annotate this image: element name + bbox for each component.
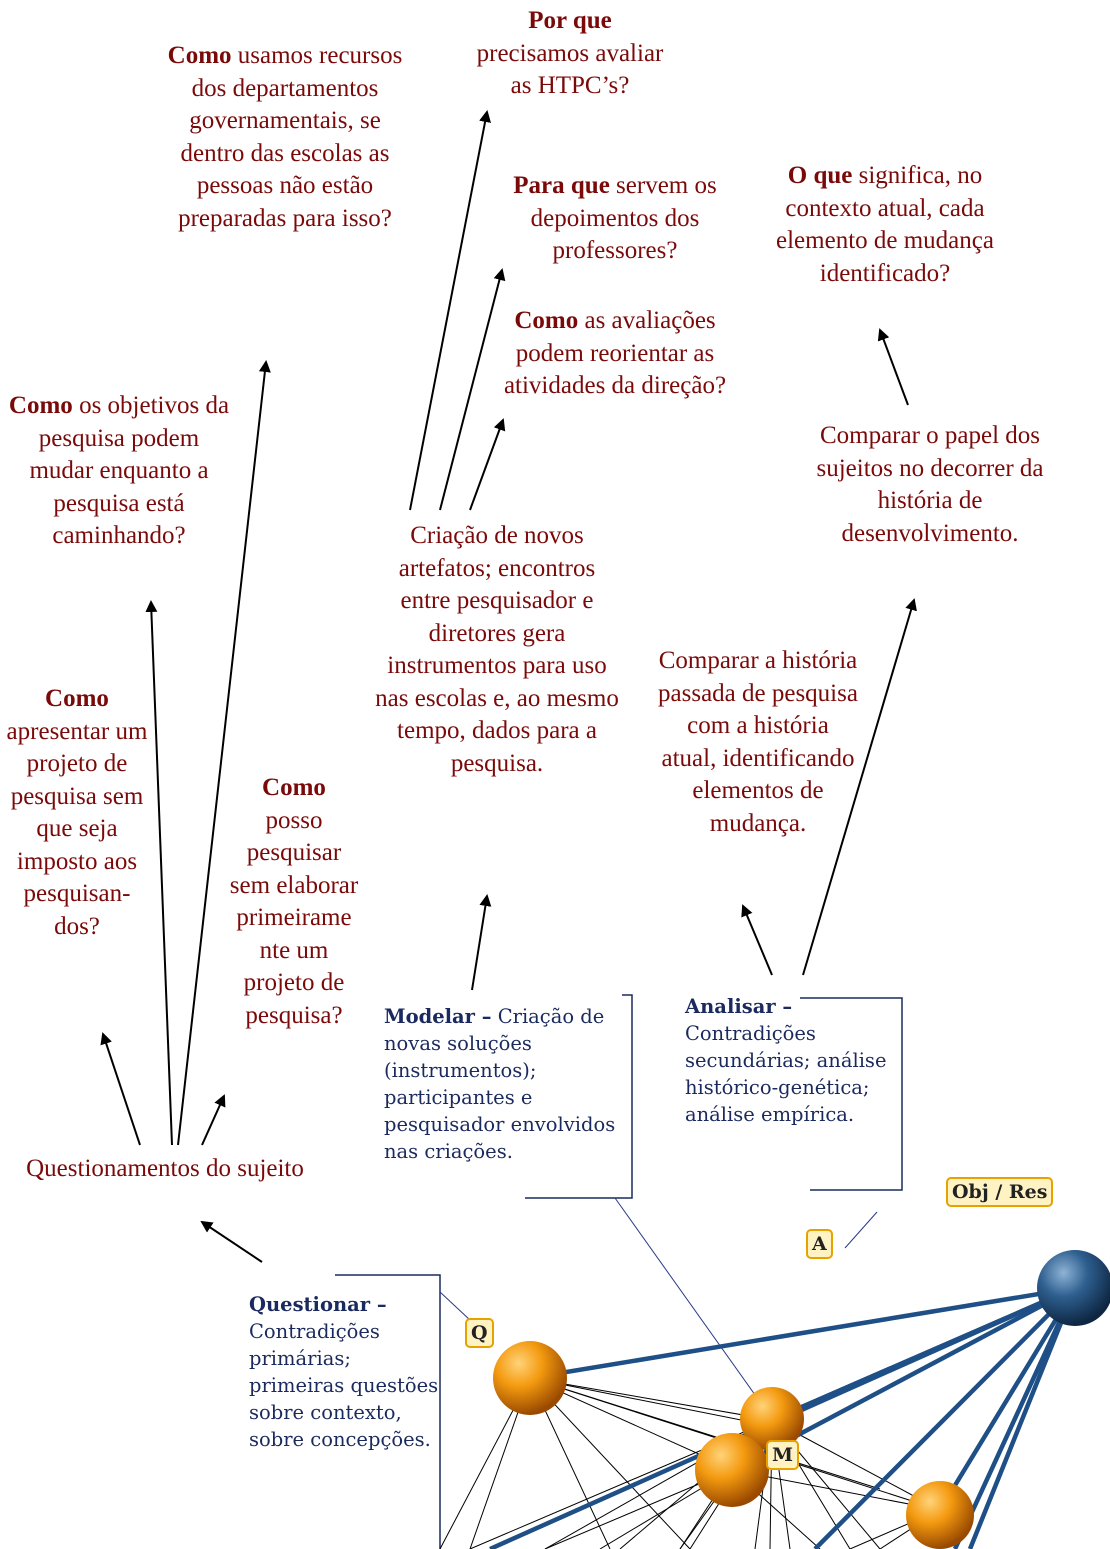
- question-como-apresentar: Como apresentar um projeto de pesquisa se…: [2, 683, 152, 943]
- arrow-analisar-comparar-papel: [802, 598, 917, 976]
- question-para-que-lead: Para que: [513, 172, 610, 199]
- arrow-questionar-questionamentos: [200, 1220, 263, 1263]
- arrow-modelar-criacao: [471, 894, 492, 991]
- connector-analisar-a: [844, 1211, 878, 1249]
- modelar-box-title: Modelar –: [384, 1005, 492, 1028]
- modelar-box-border: [525, 994, 633, 1199]
- arrow-questionamentos-posso: [201, 1094, 226, 1146]
- tag-obj-res: Obj / Res: [946, 1177, 1054, 1207]
- question-o-que-text: significa, no contexto atual, cada eleme…: [776, 162, 994, 287]
- questionar-box-border: [335, 1274, 441, 1549]
- orange-sphere-a: [740, 1387, 804, 1451]
- question-como-posso: Como posso pesquisar sem elaborar primeir…: [228, 772, 360, 1032]
- question-como-objetivos-lead: Como: [8, 392, 73, 419]
- arrow-analisar-comparar-historia: [741, 904, 773, 976]
- question-por-que-text: precisamos avaliar as HTPC’s?: [476, 39, 664, 100]
- connector-modelar-m: [614, 1197, 781, 1431]
- question-como-recursos: Como usamos recursos dos departamentos g…: [160, 40, 410, 235]
- question-por-que: Por que precisamos avaliar as HTPC’s?: [475, 5, 665, 103]
- question-como-recursos-lead: Como: [167, 42, 232, 69]
- orange-sphere-m: [695, 1433, 769, 1507]
- analisar-box-border: [800, 997, 903, 1191]
- question-como-avaliacoes: Como as avaliações podem reorientar as a…: [500, 305, 730, 403]
- question-como-apresentar-lead: Como: [45, 685, 109, 712]
- question-por-que-lead: Por que: [528, 7, 612, 34]
- arrow-questionamentos-apresentar: [100, 1032, 141, 1146]
- question-para-que-text: servem os depoimentos dos professores?: [530, 172, 717, 264]
- orange-sphere-right: [906, 1481, 974, 1549]
- question-como-avaliacoes-text: as avaliações podem reorientar as ativid…: [503, 307, 727, 399]
- sphere-obj-res: [1037, 1250, 1110, 1326]
- arrow-questionamentos-recursos: [177, 360, 271, 1146]
- modelar-box-text: Criação de novas soluções (instrumentos)…: [384, 1005, 616, 1163]
- question-como-objetivos: Como os objetivos da pesquisa podem muda…: [4, 390, 234, 553]
- arrow-comparar-papel-o-que: [877, 328, 909, 406]
- tag-a: A: [806, 1229, 833, 1259]
- analisar-box-title: Analisar –: [685, 995, 793, 1018]
- statement-comparar-papel: Comparar o papel dos sujeitos no decorre…: [816, 422, 1044, 547]
- question-como-posso-lead: Como: [262, 774, 326, 801]
- analisar-box: Analisar – Contradições secundárias; aná…: [685, 993, 900, 1128]
- question-como-objetivos-text: os objetivos da pesquisa podem mudar enq…: [29, 392, 230, 549]
- statement-criacao: Criação de novos artefatos; encontros en…: [375, 522, 619, 777]
- statement-comparar-historia: Comparar a história passada de pesquisa …: [658, 647, 858, 837]
- question-para-que: Para que servem os depoimentos dos profe…: [500, 170, 730, 268]
- questionar-box-title: Questionar –: [249, 1293, 387, 1316]
- statement-questionamentos: Questionamentos do sujeito: [26, 1155, 304, 1182]
- connector-questionar-q: [439, 1291, 471, 1321]
- questionar-box: Questionar – Contradições primárias; pri…: [249, 1291, 439, 1453]
- modelar-box: Modelar – Criação de novas soluções (ins…: [384, 1003, 624, 1165]
- question-o-que: O que significa, no contexto atual, cada…: [770, 160, 1000, 290]
- arrow-criacao-por-que: [409, 110, 491, 511]
- questionar-box-text: Contradições primárias; primeiras questõ…: [249, 1320, 439, 1451]
- tag-q: Q: [465, 1318, 494, 1348]
- orange-sphere-q: [493, 1341, 567, 1415]
- question-como-apresentar-text: apresentar um projeto de pesquisa sem qu…: [6, 717, 148, 940]
- arrow-criacao-para-que: [439, 268, 506, 511]
- question-como-posso-text: posso pesquisar sem elaborar primeirame …: [229, 806, 359, 1029]
- tag-m: M: [766, 1440, 800, 1470]
- arrow-questionamentos-objetivos: [145, 600, 173, 1146]
- question-o-que-lead: O que: [787, 162, 853, 189]
- question-como-recursos-text: usamos recursos dos departamentos govern…: [178, 42, 403, 232]
- arrow-criacao-como-avaliacoes: [469, 418, 506, 511]
- question-como-avaliacoes-lead: Como: [514, 307, 579, 334]
- analisar-box-text: Contradições secundárias; análise histór…: [685, 1022, 887, 1126]
